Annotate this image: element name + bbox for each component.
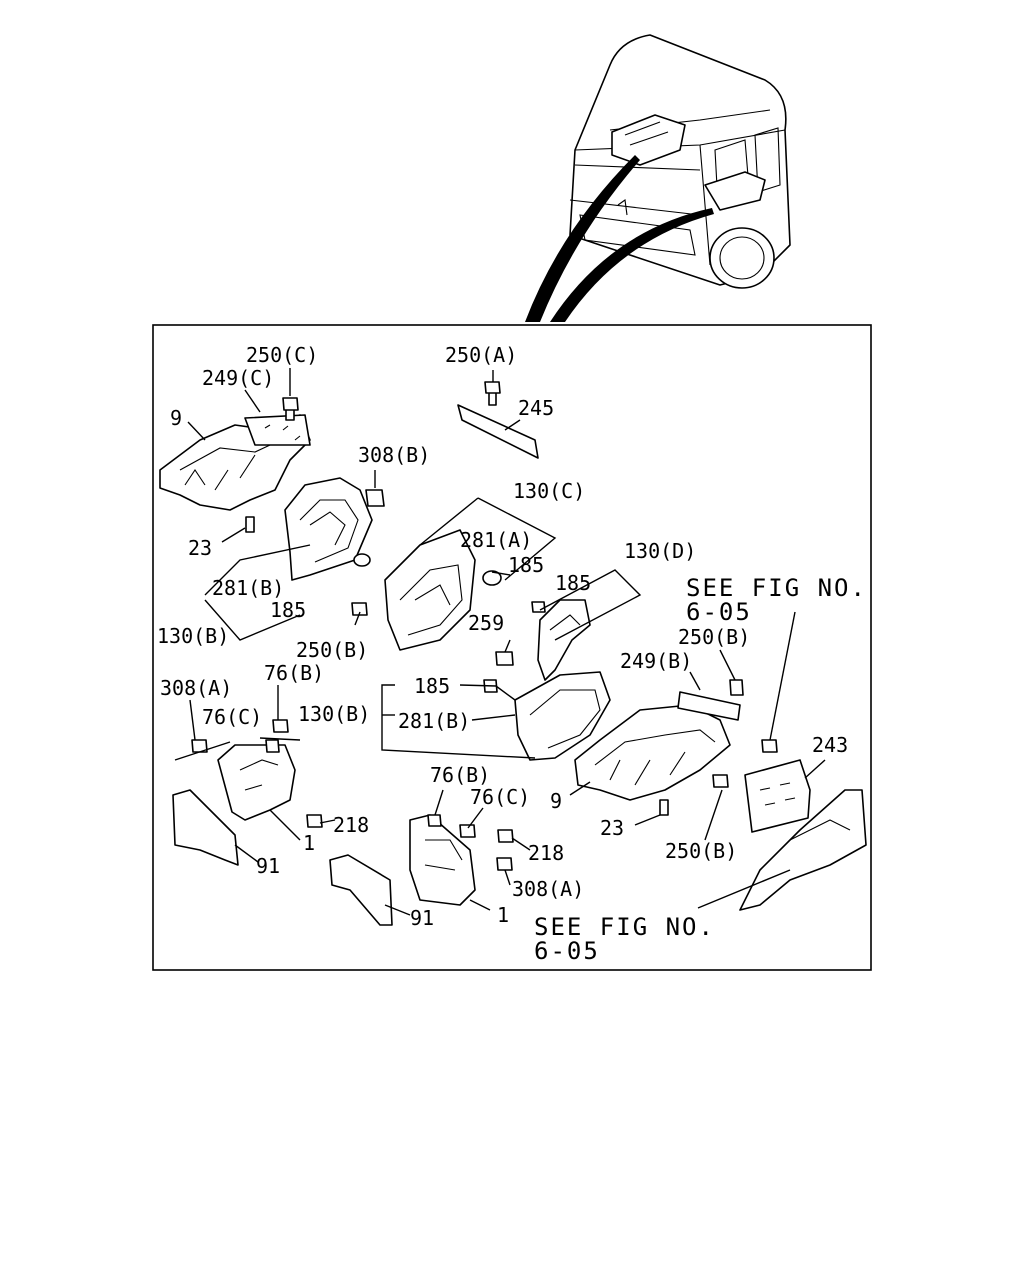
part-130b-left-bracket	[284, 477, 385, 581]
bolt-250a	[484, 381, 501, 406]
label-9-right: 9	[550, 789, 562, 813]
label-250a: 250(A)	[445, 343, 517, 367]
label-130d: 130(D)	[624, 539, 696, 563]
see-fig-top-line2: 6-05	[686, 598, 752, 626]
label-76b-left: 76(B)	[264, 661, 324, 685]
bolt-308a-left	[191, 739, 208, 753]
label-91-left: 91	[256, 854, 280, 878]
part-1-left-bracket	[217, 739, 323, 828]
label-281b-left: 281(B)	[212, 576, 284, 600]
label-308a-right: 308(A)	[512, 877, 584, 901]
see-fig-bottom-line1: SEE FIG NO.	[534, 913, 715, 941]
label-23-right: 23	[600, 816, 624, 840]
label-245: 245	[518, 396, 554, 420]
label-76c-right: 76(C)	[470, 785, 530, 809]
part-130d-bracket	[531, 599, 591, 681]
label-91-right: 91	[410, 906, 434, 930]
label-76b-right: 76(B)	[430, 763, 490, 787]
see-fig-top-line1: SEE FIG NO.	[686, 574, 867, 602]
label-185-mid: 185	[508, 553, 544, 577]
label-185-center: 185	[414, 674, 450, 698]
label-281a: 281(A)	[460, 528, 532, 552]
part-130b-center-bracket	[483, 671, 611, 761]
part-130c-bracket	[384, 529, 502, 651]
label-250b-bottom: 250(B)	[665, 839, 737, 863]
callout-labels: 250(C) 249(C) 9 23 308(B) 281(B) 185 130…	[157, 343, 867, 965]
label-185-right: 185	[555, 571, 591, 595]
label-243: 243	[812, 733, 848, 757]
label-308a-left: 308(A)	[160, 676, 232, 700]
detail-frame	[152, 324, 872, 971]
see-fig-bottom-line2: 6-05	[534, 937, 600, 965]
label-250b-left: 250(B)	[296, 638, 368, 662]
part-9-left-cover	[159, 414, 311, 533]
bolt-76b-left	[272, 719, 289, 733]
label-249b: 249(B)	[620, 649, 692, 673]
label-130b-center: 130(B)	[298, 702, 370, 726]
label-1-left: 1	[303, 831, 315, 855]
fender-reference	[739, 789, 867, 911]
label-259: 259	[468, 611, 504, 635]
label-218-left: 218	[333, 813, 369, 837]
bolt-259	[495, 651, 514, 666]
label-250c: 250(C)	[246, 343, 318, 367]
leader-lines	[174, 368, 826, 916]
part-245-strip	[457, 404, 539, 459]
label-1-right: 1	[497, 903, 509, 927]
label-308b: 308(B)	[358, 443, 430, 467]
part-91-center-plate	[329, 854, 393, 926]
part-91-left-plate	[172, 789, 239, 866]
part-1-center-bracket	[409, 814, 514, 906]
part-9-right-cover	[574, 679, 744, 816]
truck-cab-illustration	[525, 34, 791, 322]
label-185-left: 185	[270, 598, 306, 622]
bolt-250c	[282, 397, 299, 421]
label-130b-left: 130(B)	[157, 624, 229, 648]
label-9-left: 9	[170, 406, 182, 430]
label-249c: 249(C)	[202, 366, 274, 390]
bolt-250b-left	[351, 602, 368, 616]
part-243-panel	[712, 739, 811, 833]
label-76c-left: 76(C)	[202, 705, 262, 729]
label-23-left: 23	[188, 536, 212, 560]
label-250b-right: 250(B)	[678, 625, 750, 649]
label-281b-center: 281(B)	[398, 709, 470, 733]
label-218-right: 218	[528, 841, 564, 865]
label-130c: 130(C)	[513, 479, 585, 503]
